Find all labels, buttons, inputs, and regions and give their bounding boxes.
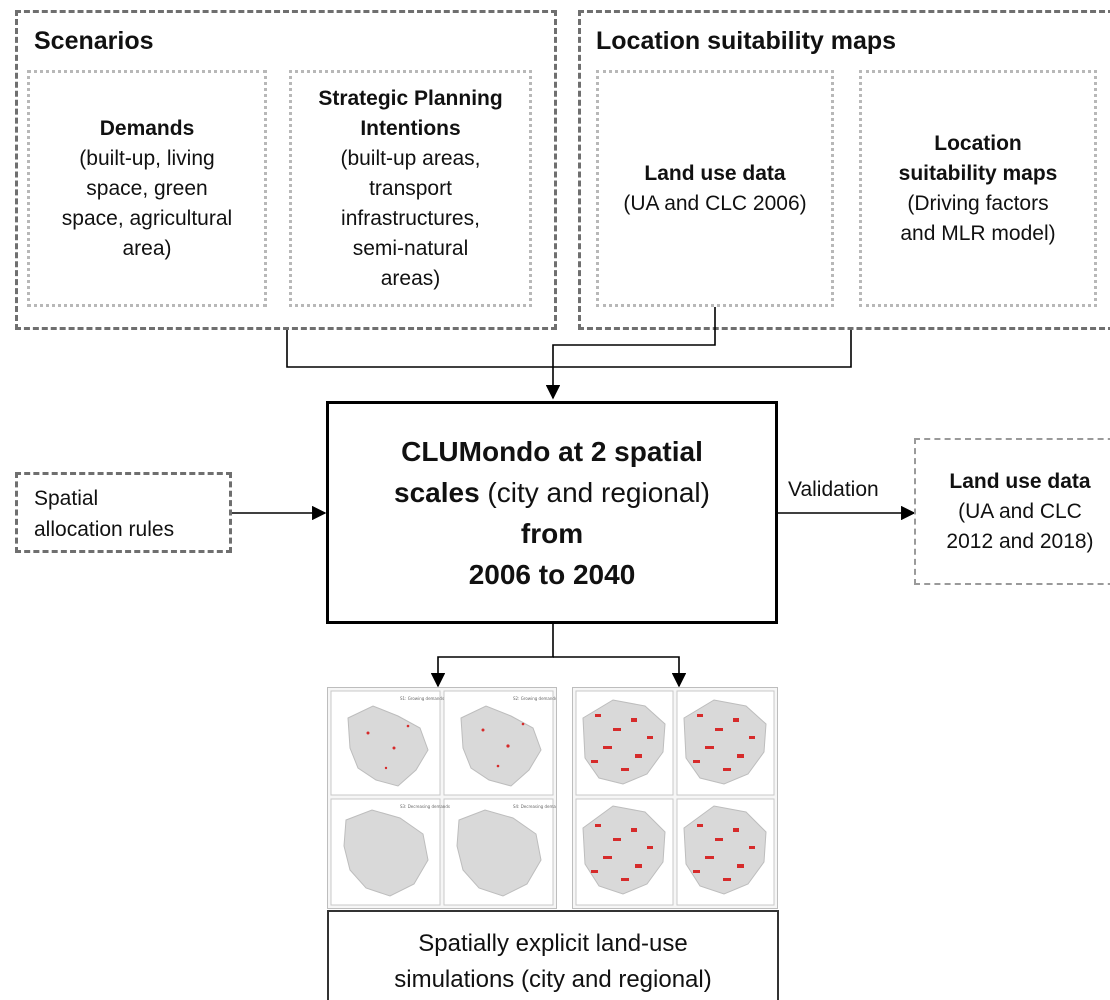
suitability-title: Location suitability maps <box>596 27 897 55</box>
validation-line: (UA and CLC <box>958 499 1082 523</box>
suitability-group: Location suitability maps <box>578 10 1110 330</box>
suitability-line: and MLR model) <box>900 221 1056 245</box>
regional-scale-map-panel <box>572 687 778 909</box>
scenarios-group: Scenarios <box>15 10 557 330</box>
svg-text:S2: Growing demands: S2: Growing demands <box>513 696 556 701</box>
allocation-rules-box: Spatial allocation rules <box>15 472 232 553</box>
demands-heading: Demands <box>99 116 195 140</box>
suitability-maps-box: Location suitability maps (Driving facto… <box>859 70 1097 307</box>
svg-text:S4: Decreasing demands: S4: Decreasing demands <box>513 804 556 809</box>
output-split <box>430 624 554 688</box>
merge-line <box>286 330 852 368</box>
clumondo-line: scales (city and regional) <box>394 472 710 513</box>
planning-intentions-box: Strategic Planning Intentions (built-up … <box>289 70 532 307</box>
validation-data-box: Land use data (UA and CLC 2012 and 2018) <box>914 438 1110 585</box>
allocation-line: allocation rules <box>34 518 175 541</box>
planning-line: (built-up areas, <box>340 146 481 170</box>
planning-heading: Strategic Planning <box>318 86 503 110</box>
scales-rest: (city and regional) <box>479 476 710 508</box>
simulations-box: Spatially explicit land-use simulations … <box>327 910 779 1000</box>
validation-label: Validation <box>788 478 879 501</box>
output-split-right <box>553 656 687 688</box>
suitability-line: (Driving factors <box>907 191 1049 215</box>
demands-line: space, agricultural <box>61 206 233 230</box>
svg-text:S3: Decreasing demands: S3: Decreasing demands <box>400 804 450 809</box>
land-use-connector <box>545 307 716 400</box>
simulations-line: Spatially explicit land-use <box>418 930 688 957</box>
clumondo-line: CLUMondo at 2 spatial <box>401 435 703 467</box>
land-use-line: (UA and CLC 2006) <box>623 191 807 215</box>
svg-text:S1: Growing demands: S1: Growing demands <box>400 696 444 701</box>
simulations-line: simulations (city and regional) <box>394 966 712 993</box>
planning-line: semi-natural <box>352 236 469 260</box>
demands-line: area) <box>122 236 172 260</box>
suitability-heading: Location <box>934 131 1022 155</box>
suitability-heading: suitability maps <box>898 161 1058 185</box>
scales-word: scales <box>394 476 480 508</box>
demands-box: Demands (built-up, living space, green s… <box>27 70 267 307</box>
demands-line: (built-up, living <box>79 146 215 170</box>
scenarios-title: Scenarios <box>34 27 154 55</box>
planning-line: infrastructures, <box>341 206 480 230</box>
clumondo-line: 2006 to 2040 <box>468 558 636 590</box>
land-use-2006-box: Land use data (UA and CLC 2006) <box>596 70 834 307</box>
planning-heading: Intentions <box>360 116 461 140</box>
demands-line: space, green <box>86 176 208 200</box>
clumondo-line: from <box>520 517 584 549</box>
city-scale-map-panel: S1: Growing demands S2: Growing demands … <box>327 687 563 909</box>
planning-line: transport <box>369 176 452 200</box>
planning-line: areas) <box>380 266 441 290</box>
validation-heading: Land use data <box>949 469 1091 493</box>
clumondo-box: CLUMondo at 2 spatial scales (city and r… <box>326 401 778 624</box>
land-use-heading: Land use data <box>644 161 786 185</box>
validation-line: 2012 and 2018) <box>946 529 1094 553</box>
allocation-line: Spatial <box>34 487 99 510</box>
